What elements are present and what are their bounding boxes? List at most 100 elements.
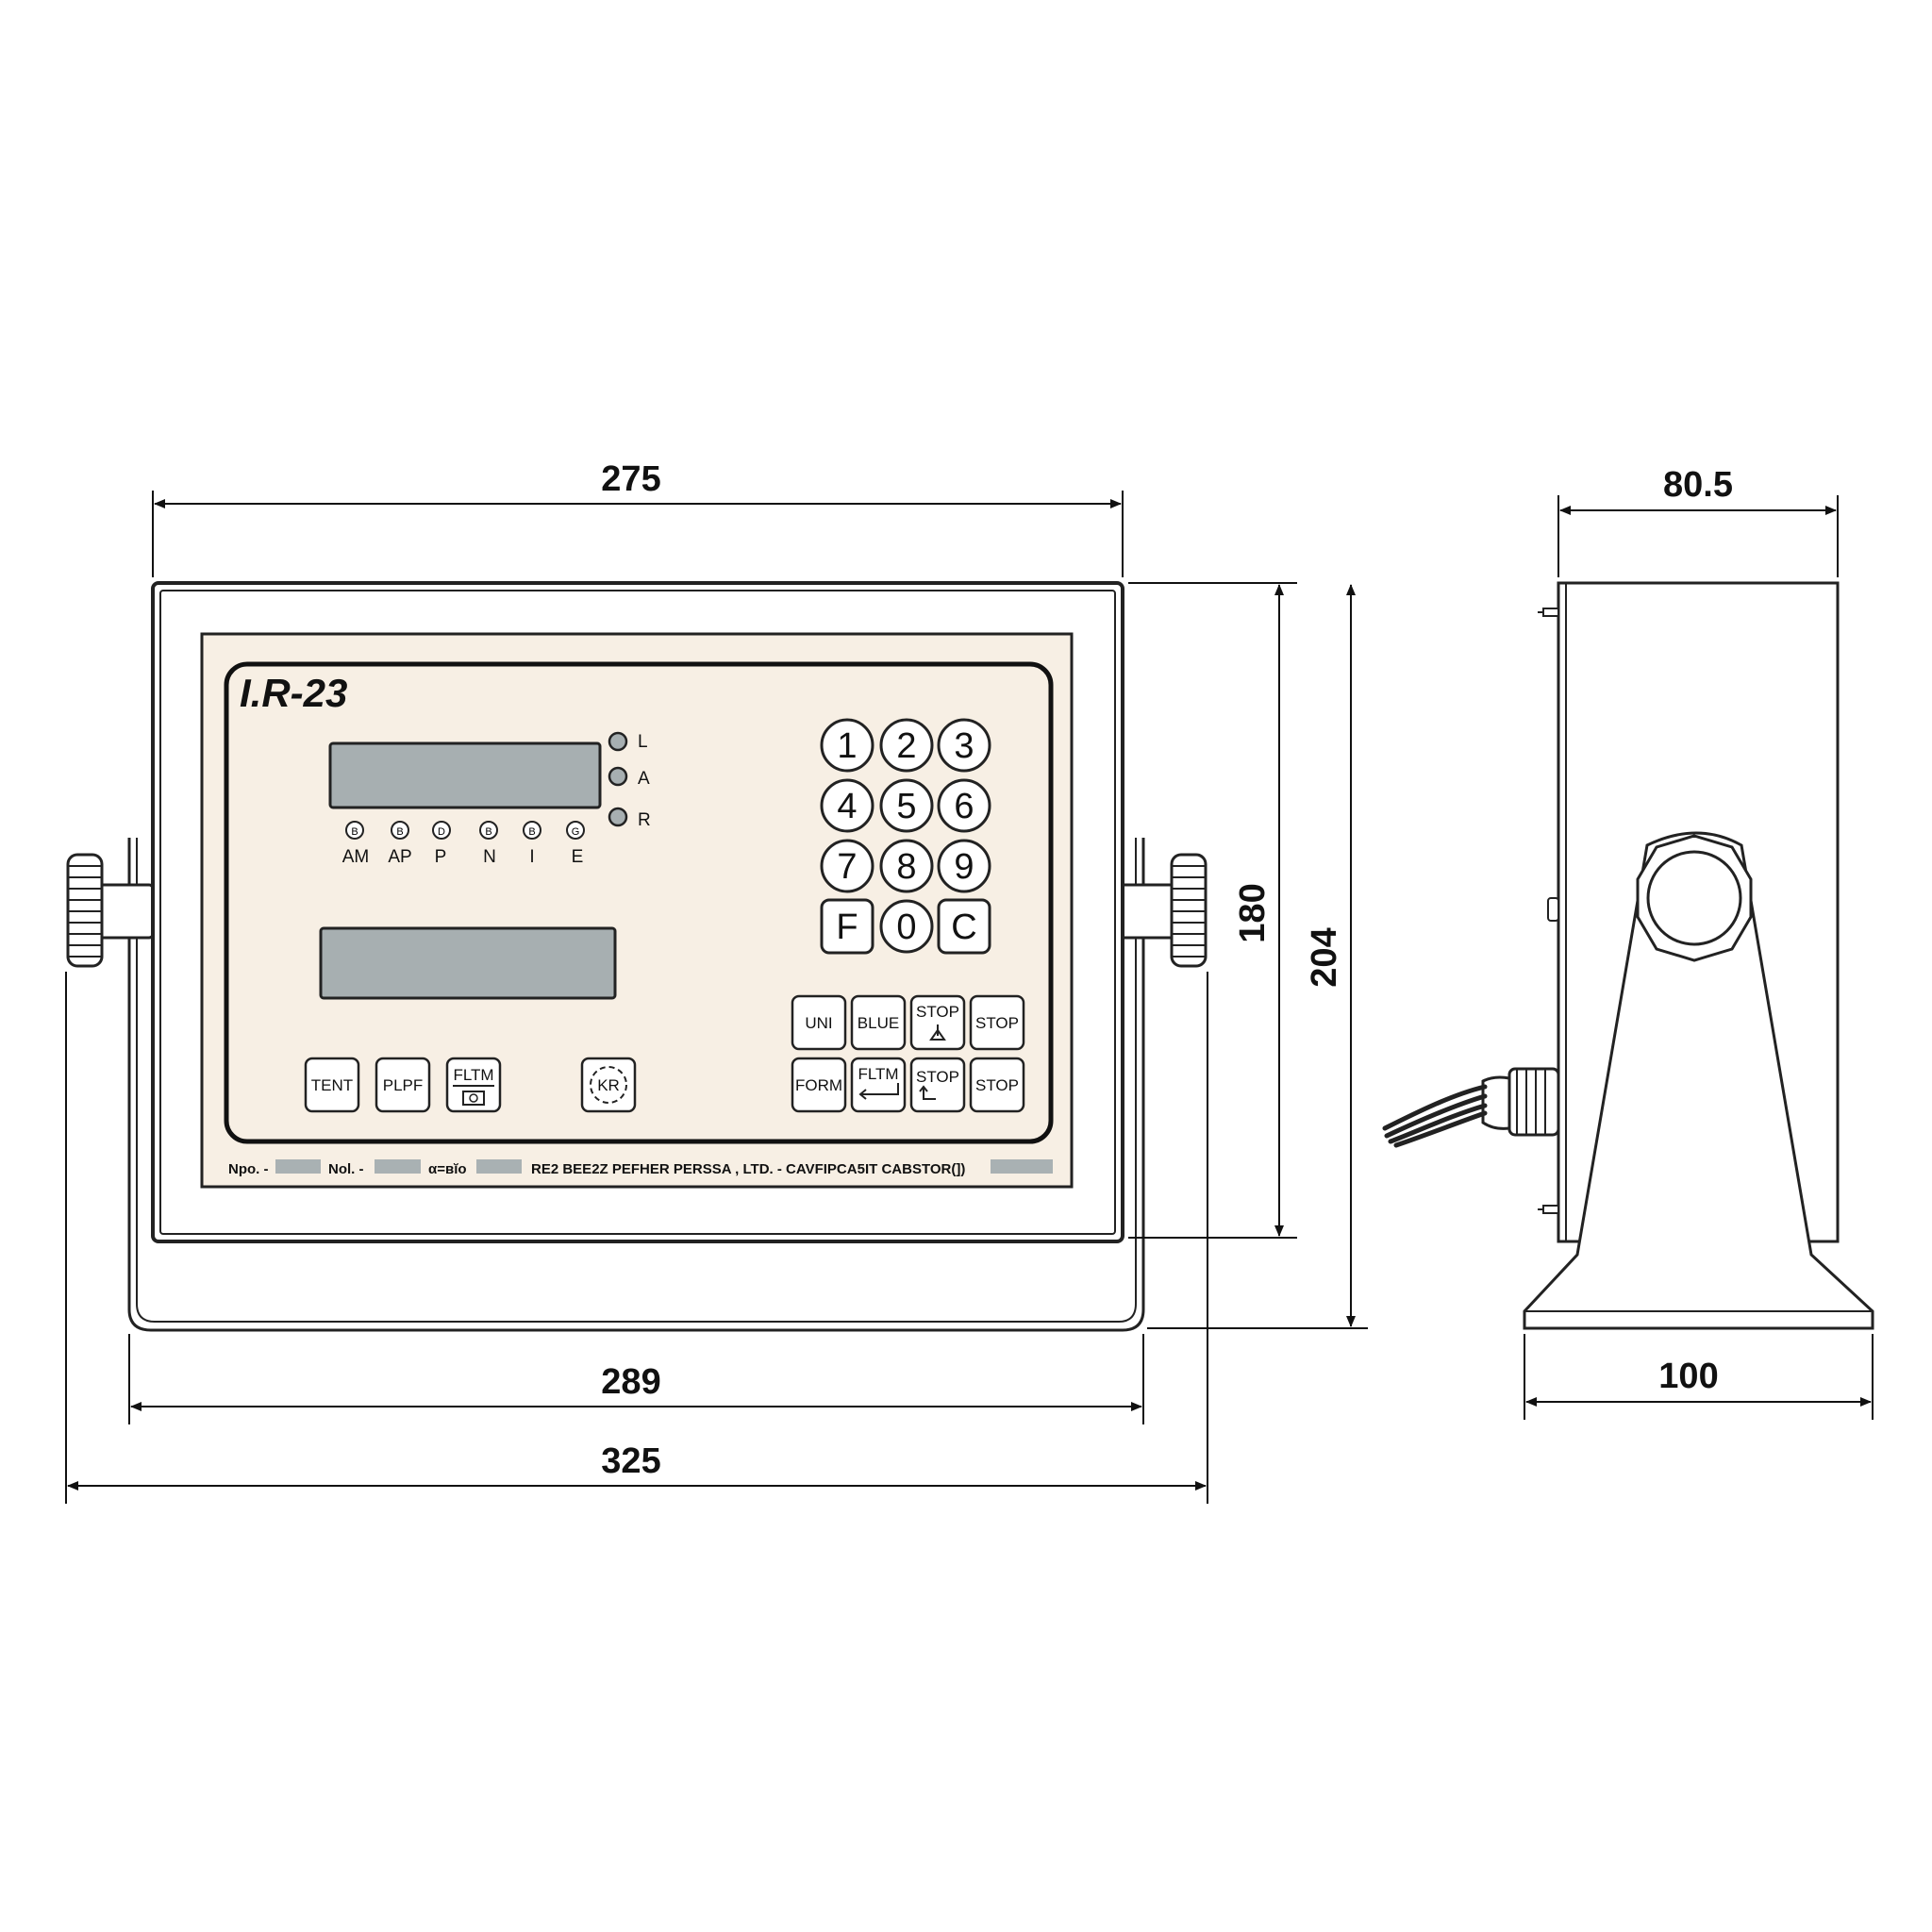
svg-text:UNI: UNI: [805, 1014, 832, 1032]
svg-text:PLPF: PLPF: [383, 1076, 424, 1094]
svg-text:I: I: [529, 847, 534, 867]
annunciator-E: G E: [566, 821, 585, 867]
key-blue[interactable]: BLUE: [850, 994, 907, 1051]
key-2[interactable]: 2: [879, 718, 934, 773]
key-C[interactable]: C: [937, 898, 991, 955]
svg-text:4: 4: [837, 787, 857, 826]
svg-text:E: E: [572, 847, 584, 867]
svg-text:STOP: STOP: [975, 1014, 1019, 1032]
cable-gland[interactable]: [1382, 1067, 1560, 1148]
status-led-R: R: [608, 807, 651, 830]
svg-text:FLTM: FLTM: [858, 1065, 898, 1083]
dimensions: [65, 491, 1874, 1504]
keypad: 1 2 3 4 5 6 7 8 9 F 0 C: [820, 718, 991, 955]
annunciator-AM: B AM: [342, 821, 370, 867]
svg-text:7: 7: [837, 847, 857, 887]
key-0[interactable]: 0: [879, 899, 934, 954]
key-8[interactable]: 8: [879, 839, 934, 893]
cable-icon: [1382, 1084, 1488, 1148]
svg-text:3: 3: [954, 726, 974, 766]
svg-text:F: F: [836, 908, 858, 947]
dim-100: 100: [1658, 1357, 1718, 1396]
svg-text:B: B: [351, 826, 358, 838]
svg-text:A: A: [638, 769, 650, 789]
camera-icon: [462, 1091, 485, 1106]
key-stop-2[interactable]: STOP: [969, 1057, 1025, 1113]
key-7[interactable]: 7: [820, 839, 874, 893]
svg-text:0: 0: [896, 908, 916, 947]
dim-289: 289: [601, 1362, 660, 1402]
upper-display: [328, 741, 602, 809]
key-uni[interactable]: UNI: [791, 994, 847, 1051]
status-led-A: A: [608, 766, 650, 789]
svg-text:KR: KR: [597, 1076, 620, 1094]
key-form[interactable]: FORM: [791, 1057, 847, 1113]
svg-text:AP: AP: [388, 847, 411, 867]
key-kr[interactable]: KR: [580, 1057, 637, 1113]
return-arrow-icon: [919, 1085, 936, 1100]
mounting-bracket: [127, 838, 1145, 1332]
lower-display: [319, 926, 617, 1000]
svg-text:C: C: [951, 908, 976, 947]
knob-end-icon: [1636, 834, 1753, 962]
annunciator-AP: B AP: [388, 821, 412, 867]
housing-inner: [159, 590, 1116, 1235]
side-bracket: [1523, 831, 1874, 1330]
svg-text:Nol. -: Nol. -: [328, 1161, 364, 1177]
svg-text:Npo. -: Npo. -: [228, 1161, 269, 1177]
key-stop-1[interactable]: STOP: [969, 994, 1025, 1051]
key-5[interactable]: 5: [879, 778, 934, 833]
dim-325: 325: [601, 1441, 660, 1481]
svg-text:B: B: [396, 826, 403, 838]
svg-text:AM: AM: [342, 847, 370, 867]
left-knob[interactable]: [66, 853, 155, 968]
svg-text:α=ʙĭo: α=ʙĭo: [428, 1161, 467, 1177]
dim-275: 275: [601, 459, 660, 499]
key-plpf[interactable]: PLPF: [375, 1057, 431, 1113]
svg-text:R: R: [638, 810, 651, 830]
key-6[interactable]: 6: [937, 778, 991, 833]
key-1[interactable]: 1: [820, 718, 874, 773]
annunciator-P: D P: [432, 821, 451, 867]
svg-text:FLTM: FLTM: [453, 1066, 493, 1084]
svg-text:9: 9: [954, 847, 974, 887]
right-knob[interactable]: [1119, 853, 1208, 968]
svg-text:RE2 BEE2Z PEFHER PERSSA , LTD.: RE2 BEE2Z PEFHER PERSSA , LTD. - CAVFIPC…: [531, 1161, 965, 1177]
svg-text:5: 5: [896, 787, 916, 826]
svg-text:P: P: [435, 847, 447, 867]
key-stop-return[interactable]: STOP: [909, 1057, 966, 1113]
model-label: I.R-23: [240, 671, 347, 715]
key-tent[interactable]: TENT: [304, 1057, 360, 1113]
svg-text:TENT: TENT: [311, 1076, 353, 1094]
side-view: [1382, 581, 1874, 1330]
svg-text:B: B: [528, 826, 535, 838]
footer-strip: Npo. - Nol. - α=ʙĭo RE2 BEE2Z PEFHER PER…: [228, 1159, 1053, 1177]
key-fltm-enter[interactable]: FLTM: [850, 1057, 907, 1113]
key-stop-zero[interactable]: STOP: [909, 994, 966, 1051]
key-3[interactable]: 3: [937, 718, 991, 773]
svg-text:2: 2: [896, 726, 916, 766]
dim-80-5: 80.5: [1663, 465, 1733, 505]
dim-204: 204: [1305, 927, 1344, 987]
svg-text:1: 1: [837, 726, 857, 766]
svg-text:8: 8: [896, 847, 916, 887]
key-fltm-print[interactable]: FLTM: [445, 1057, 502, 1113]
svg-text:B: B: [485, 826, 491, 838]
key-F[interactable]: F: [820, 898, 874, 955]
svg-text:BLUE: BLUE: [858, 1014, 899, 1032]
svg-text:6: 6: [954, 787, 974, 826]
svg-text:G: G: [572, 826, 580, 838]
annunciator-I: B I: [523, 821, 541, 867]
svg-text:L: L: [638, 732, 648, 752]
svg-text:N: N: [483, 847, 496, 867]
svg-text:FORM: FORM: [795, 1076, 842, 1094]
dim-180: 180: [1233, 883, 1273, 942]
svg-text:D: D: [438, 826, 445, 838]
key-4[interactable]: 4: [820, 778, 874, 833]
svg-text:STOP: STOP: [916, 1003, 959, 1021]
svg-text:STOP: STOP: [916, 1068, 959, 1086]
zero-arrow-icon: [929, 1024, 946, 1041]
annunciator-N: B N: [479, 821, 498, 867]
key-9[interactable]: 9: [937, 839, 991, 893]
